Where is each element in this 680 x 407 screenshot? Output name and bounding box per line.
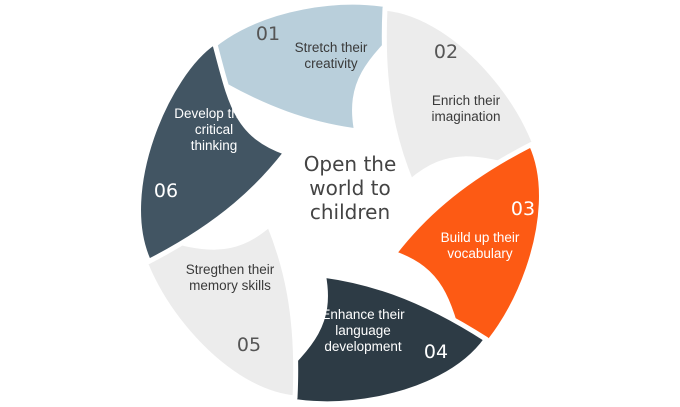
step-label-line: Enhance their <box>321 307 405 322</box>
center-title-line: Open the <box>304 152 397 176</box>
step-number-03: 03 <box>511 198 535 220</box>
segment-05 <box>135 222 299 401</box>
step-label-line: creativity <box>304 56 358 71</box>
segment-04 <box>261 272 489 407</box>
step-label-line: vocabulary <box>447 246 513 261</box>
segment-01 <box>191 0 419 134</box>
segment-03 <box>391 142 544 367</box>
step-number-02: 02 <box>434 41 458 63</box>
cycle-segments <box>135 0 545 407</box>
step-label-line: development <box>324 339 402 354</box>
step-label-line: Stregthen their <box>186 262 275 277</box>
center-title-line: children <box>310 200 390 224</box>
step-label-line: imagination <box>431 109 500 124</box>
step-number-01: 01 <box>256 23 280 45</box>
step-label-line: language <box>335 323 391 338</box>
center-title-line: world to <box>309 176 391 200</box>
step-label-line: Build up their <box>441 230 520 245</box>
step-label-line: Enrich their <box>432 93 501 108</box>
step-number-06: 06 <box>154 180 178 202</box>
segment-06 <box>136 39 289 264</box>
step-label-line: memory skills <box>189 278 271 293</box>
step-label-line: critical <box>195 122 233 137</box>
step-label-line: thinking <box>191 138 238 153</box>
step-number-04: 04 <box>424 341 448 363</box>
center-hub <box>265 128 415 278</box>
step-label-line: Develop their <box>174 106 254 121</box>
segment-02 <box>381 5 545 184</box>
step-label-line: Stretch their <box>295 40 368 55</box>
step-number-05: 05 <box>237 334 261 356</box>
